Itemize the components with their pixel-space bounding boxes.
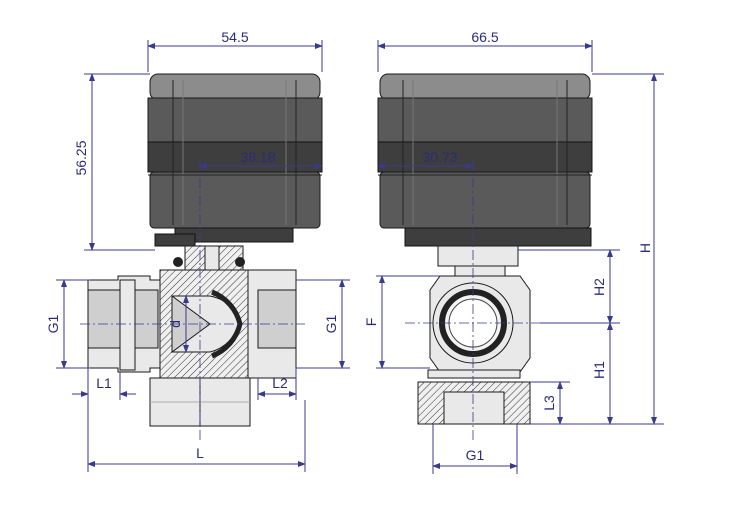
label-L: L — [196, 445, 204, 461]
side-stem — [437, 245, 519, 281]
side-view — [377, 73, 593, 440]
label-actuator-height: 56.25 — [73, 140, 89, 175]
label-d: d — [167, 320, 183, 328]
side-actuator — [377, 73, 593, 247]
label-F: F — [363, 318, 379, 327]
dim-H1: H1 — [591, 322, 613, 425]
label-H: H — [637, 243, 653, 253]
dim-d: d — [167, 295, 189, 353]
dim-side-offset: 30.73 — [377, 149, 474, 169]
front-view — [80, 73, 323, 440]
label-front-offset: 38.18 — [240, 149, 275, 165]
dim-front-offset: 38.18 — [199, 149, 323, 169]
label-front-width: 54.5 — [221, 29, 248, 45]
dim-L2: L2 — [257, 368, 297, 400]
dim-H: H — [530, 73, 664, 425]
side-valve-body — [417, 275, 531, 425]
label-G1-side-bottom: G1 — [466, 447, 485, 463]
dim-L: L — [87, 400, 306, 472]
label-H1: H1 — [591, 361, 607, 379]
dim-G1-left: G1 — [45, 279, 90, 369]
label-G1-left: G1 — [45, 314, 61, 333]
label-L1: L1 — [96, 375, 112, 391]
dim-actuator-height: 56.25 — [73, 73, 155, 251]
label-H2: H2 — [591, 278, 607, 296]
dim-L3: L3 — [530, 381, 570, 425]
label-G1-front-right: G1 — [323, 314, 339, 333]
dim-side-width: 66.5 — [377, 29, 593, 72]
dim-H2: H2 — [518, 249, 620, 324]
label-side-width: 66.5 — [471, 29, 498, 45]
dim-F: F — [363, 275, 440, 369]
front-actuator — [147, 73, 323, 247]
label-L2: L2 — [272, 375, 288, 391]
dim-G1-side-bottom: G1 — [432, 424, 518, 474]
label-side-offset: 30.73 — [422, 149, 457, 165]
dim-L1: L1 — [72, 368, 136, 400]
dim-G1-front-right: G1 — [296, 279, 350, 369]
label-L3: L3 — [541, 395, 557, 411]
dim-front-width: 54.5 — [147, 29, 323, 72]
front-valve-body — [87, 269, 297, 427]
